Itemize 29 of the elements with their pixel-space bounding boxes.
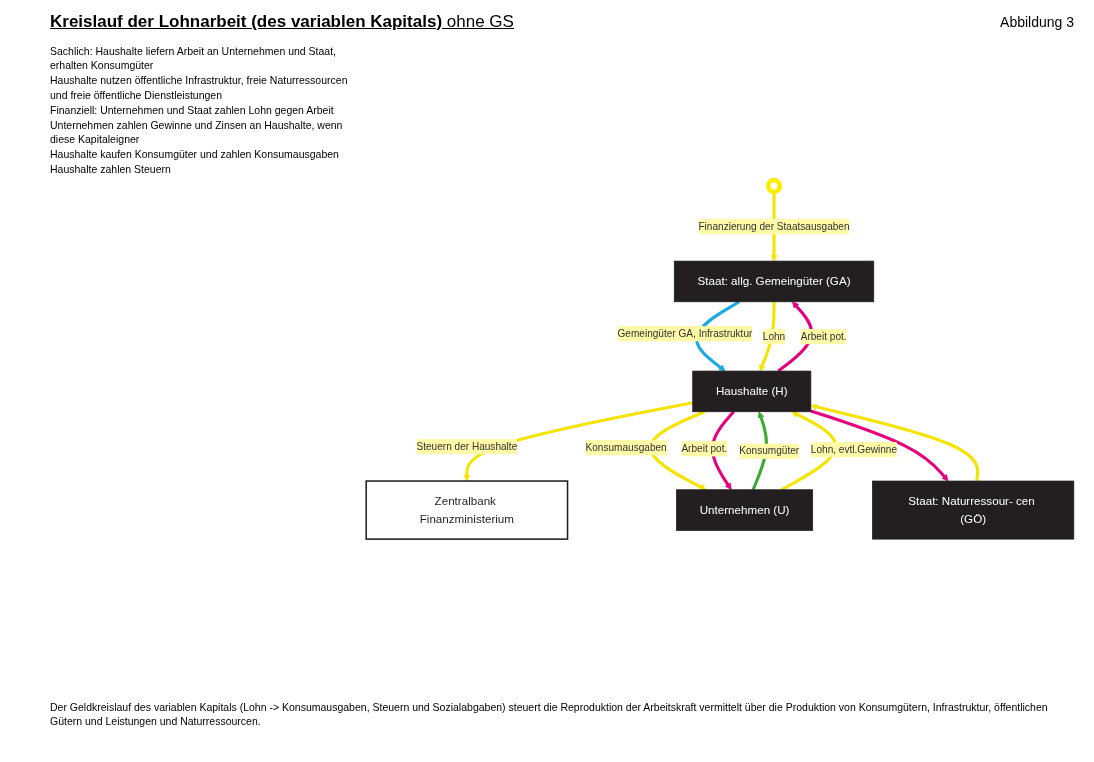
edge-label: Konsumausgaben: [585, 441, 667, 454]
node-circle: [765, 178, 783, 195]
note-text: Sachlich: Haushalte liefern Arbeit an Unternehmen und Staat, erhalten Konsumgüter: [50, 44, 337, 73]
edge-label: Lohn, evtl.Gewinne: [810, 443, 898, 456]
figure-number: Abbildung 3: [1000, 14, 1074, 30]
edge-label: Lohn: [762, 330, 786, 343]
node-box: Zentralbank Finanzministerium: [365, 480, 569, 541]
arrow: [810, 404, 980, 482]
edge-label: Gemeingüter GA, Infrastruktur: [617, 327, 753, 340]
node-box: Staat: allg. Gemeingüter (GA): [673, 261, 875, 303]
title: Kreislauf der Lohnarbeit (des variablen Kapitals) ohne GS: [50, 12, 514, 32]
arrow: [759, 302, 776, 372]
note-text: Unternehmen zahlen Gewinne und Zinsen an Haushalte, wenn diese Kapitaleigner: [50, 117, 344, 147]
edge-label: Arbeit pot.: [800, 330, 847, 343]
arrow: [463, 401, 693, 482]
node-box: Unternehmen (U): [676, 489, 814, 532]
caption: Der Geldkreislauf des variablen Kapitals (Lohn -> Konsumausgaben, Steuern und Sozialabgaben) steuert die Reproduktion der Arbeitskraft vermittelt über die Produktion von Konsumgütern, Infrastruktur, öffentlichen Gütern und Leistungen und Naturressourcen.: [50, 700, 1049, 729]
edge-label: Arbeit pot.: [681, 443, 728, 455]
arrow: [780, 411, 838, 492]
node-box: Haushalte (H): [692, 371, 812, 413]
edge-label: Konsumgüter: [739, 445, 800, 458]
edge-label: Finanzierung der Staatsausgaben: [698, 220, 850, 233]
note-text: Haushalte kaufen Konsumgüter und zahlen Konsumausgaben: [50, 147, 340, 162]
note-text: Haushalte nutzen öffentliche Infrastruktur, freie Naturressourcen und freie öffentliche Dienstleistungen: [50, 73, 349, 102]
note-text: Haushalte zahlen Steuern: [50, 162, 172, 177]
arrow: [810, 409, 949, 482]
node-box: Staat: Naturressour- cen (GÖ): [872, 481, 1075, 540]
edge-label: Steuern der Haushalte: [416, 440, 518, 453]
note-text: Finanziell: Unternehmen und Staat zahlen Lohn gegen Arbeit: [50, 102, 335, 117]
